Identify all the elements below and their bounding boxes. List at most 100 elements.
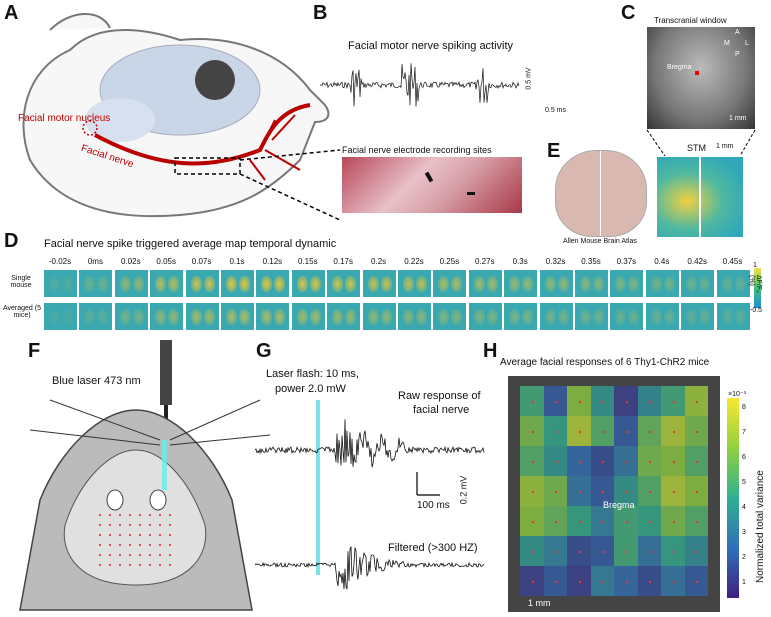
activation-blob [650,309,662,325]
activation-blob [650,276,662,292]
bregma-label: Bregma [667,64,692,71]
activation-blob [132,276,144,292]
response-cell [567,536,591,566]
bregma-marker [695,71,699,75]
stim-site-dot [602,401,605,403]
activation-blob [699,276,711,292]
response-cell [684,506,708,536]
activation-blob [296,309,308,325]
time-label: -0.02s [48,257,72,266]
response-cell [614,566,638,596]
response-cell [661,566,685,596]
temporal-map-tile [504,270,538,297]
activation-blob [699,309,711,325]
activation-blob [119,276,131,292]
laser-flash-label: Laser flash: 10 ms, [266,368,359,380]
temporal-map-tile [256,303,290,330]
activation-blob [403,276,414,292]
time-label: 0.37s [616,257,637,266]
activation-blob [580,309,591,325]
time-label: 0.22s [404,257,424,266]
response-cell [614,506,638,536]
compass-l: L [745,40,749,47]
stim-site-dot [602,581,605,583]
stim-site-dot [625,431,628,433]
response-cell [684,386,708,416]
temporal-map-tile [185,303,219,330]
time-label: 0.3s [512,257,528,266]
temporal-map-tile [327,303,361,330]
stim-site-dot [555,431,558,433]
activation-blob [593,309,604,325]
activation-blob [438,276,450,292]
stim-site-dot [578,521,581,523]
response-cell [684,476,708,506]
scale-label: 1 mm [729,115,747,122]
response-cell [520,506,544,536]
stim-site-dot [602,491,605,493]
stim-site-dot [649,461,652,463]
time-label: 0.1s [229,257,245,266]
activation-blob [155,276,167,292]
panel-label-b: B [313,2,328,24]
activation-blob [593,276,604,292]
time-label: 0ms [87,257,103,266]
response-cell [684,536,708,566]
panel-label-d: D [4,230,19,252]
activation-blob [309,309,321,325]
activation-blob [615,276,627,292]
recording-sites-photo [342,157,522,213]
stim-site-dot [696,551,699,553]
response-cell [637,506,661,536]
activation-blob [451,276,463,292]
mouse-topview-illustration [19,340,270,611]
stim-site-dot [602,431,605,433]
temporal-map-tile [539,303,573,330]
stim-site-dot [672,581,675,583]
response-cell [614,386,638,416]
temporal-map-tile [362,270,396,297]
g-scale-time: 100 ms [417,500,450,511]
response-cell [661,476,685,506]
activation-blob [544,276,556,292]
stim-site-dot [625,521,628,523]
response-cell [567,446,591,476]
stim-site-dot [531,581,534,583]
activation-blob [62,276,73,292]
response-cell [684,416,708,446]
panel-label-e: E [547,140,561,162]
stim-site-dot [578,431,581,433]
stim-site-dot [625,461,628,463]
stim-site-dot [555,551,558,553]
facial-motor-nucleus-label: Facial motor nucleus [18,113,111,124]
response-cell [661,416,685,446]
temporal-map-tile [398,270,431,297]
d-cbar-min: -0.5 [750,307,763,314]
activation-blob [522,276,534,292]
atlas-map [555,150,647,237]
stim-site-dot [578,401,581,403]
temporal-map-tile [610,303,644,330]
mouse-head-illustration [22,13,340,221]
stim-site-dot [649,521,652,523]
temporal-map-tile [504,303,538,330]
activation-blob [663,309,675,325]
activation-blob [261,276,273,292]
stim-site-dot [696,581,699,583]
activation-blob [416,309,427,325]
time-label: 0.2s [371,257,387,266]
stim-site-dot [602,461,605,463]
time-label: 0.07s [191,257,212,266]
stim-site-dot [602,521,605,523]
stim-site-dot [672,551,675,553]
stim-site-dot [672,431,675,433]
response-cell [520,536,544,566]
stim-site-dot [578,581,581,583]
arrow-icon [467,192,475,195]
temporal-map-tile [362,303,396,330]
stim-site-dot [531,551,534,553]
temporal-map-tile [114,303,148,330]
response-cell [567,416,591,446]
activation-blob [332,309,344,325]
activation-blob [274,309,286,325]
